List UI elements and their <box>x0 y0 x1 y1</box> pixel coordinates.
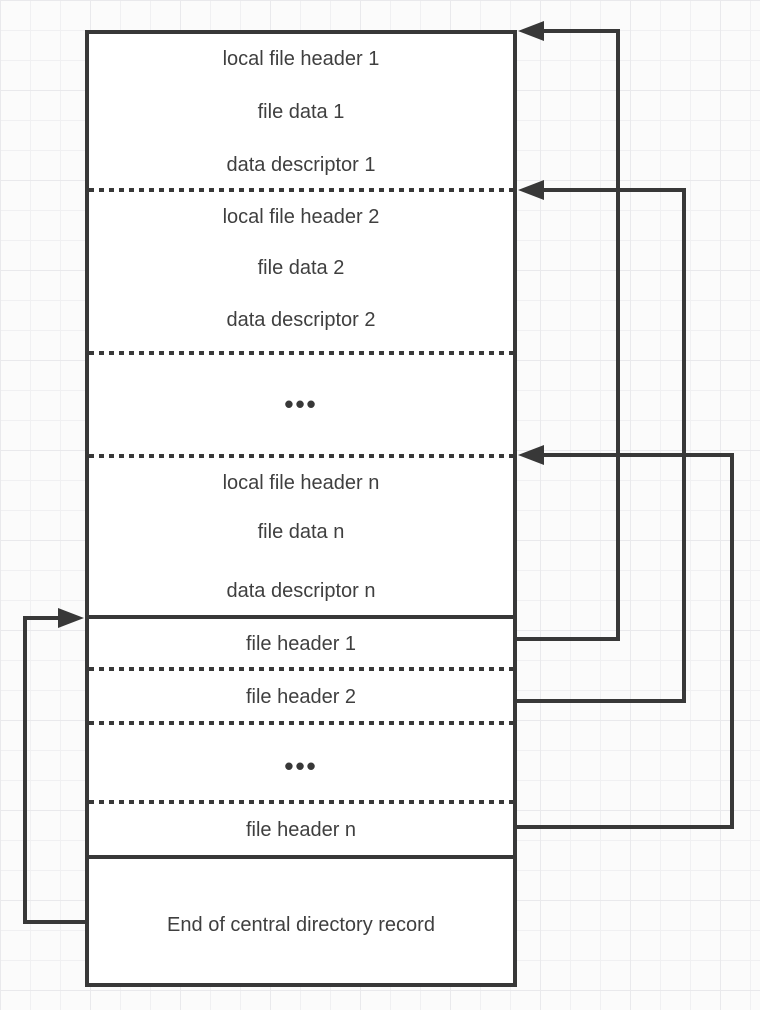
divider-local-record-1-2 <box>89 188 513 192</box>
label-file-data-n: file data n <box>257 521 345 543</box>
label-data-descriptor-2: data descriptor 2 <box>226 309 376 331</box>
divider-central-directory-start <box>85 615 517 619</box>
label-end-of-central-directory-record: End of central directory record <box>167 914 435 936</box>
arrow-file-header-1-to-local-1-head-icon <box>518 21 544 41</box>
label-file-data-2: file data 2 <box>257 257 345 279</box>
arrow-file-header-2-to-local-2-line <box>517 188 686 703</box>
label-file-header-2: file header 2 <box>245 686 357 708</box>
label-file-header-n: file header n <box>245 819 357 841</box>
arrow-file-header-1-to-local-1-line <box>517 29 620 641</box>
arrow-file-header-n-to-local-n-head-icon <box>518 445 544 465</box>
divider-local-record-2-ellipsis <box>89 351 513 355</box>
label-data-descriptor-1: data descriptor 1 <box>226 154 376 176</box>
arrow-end-record-to-central-directory-line <box>23 616 85 924</box>
divider-file-header-2-ellipsis <box>89 721 513 725</box>
divider-ellipsis-file-header-n <box>89 800 513 804</box>
arrow-file-header-2-to-local-2-head-icon <box>518 180 544 200</box>
arrow-end-record-to-central-directory-head-icon <box>58 608 84 628</box>
divider-file-header-1-2 <box>89 667 513 671</box>
divider-end-record-start <box>85 855 517 859</box>
label-local-file-header-1: local file header 1 <box>222 48 380 70</box>
label-local-file-header-n: local file header n <box>222 472 380 494</box>
label-data-descriptor-n: data descriptor n <box>226 580 376 602</box>
label-file-data-1: file data 1 <box>257 101 345 123</box>
label-file-header-1: file header 1 <box>245 633 357 655</box>
ellipsis-central-directory: ••• <box>284 751 318 781</box>
ellipsis-local-records: ••• <box>284 389 318 419</box>
label-local-file-header-2: local file header 2 <box>222 206 380 228</box>
arrow-file-header-n-to-local-n-line <box>517 453 734 829</box>
divider-ellipsis-local-record-n <box>89 454 513 458</box>
